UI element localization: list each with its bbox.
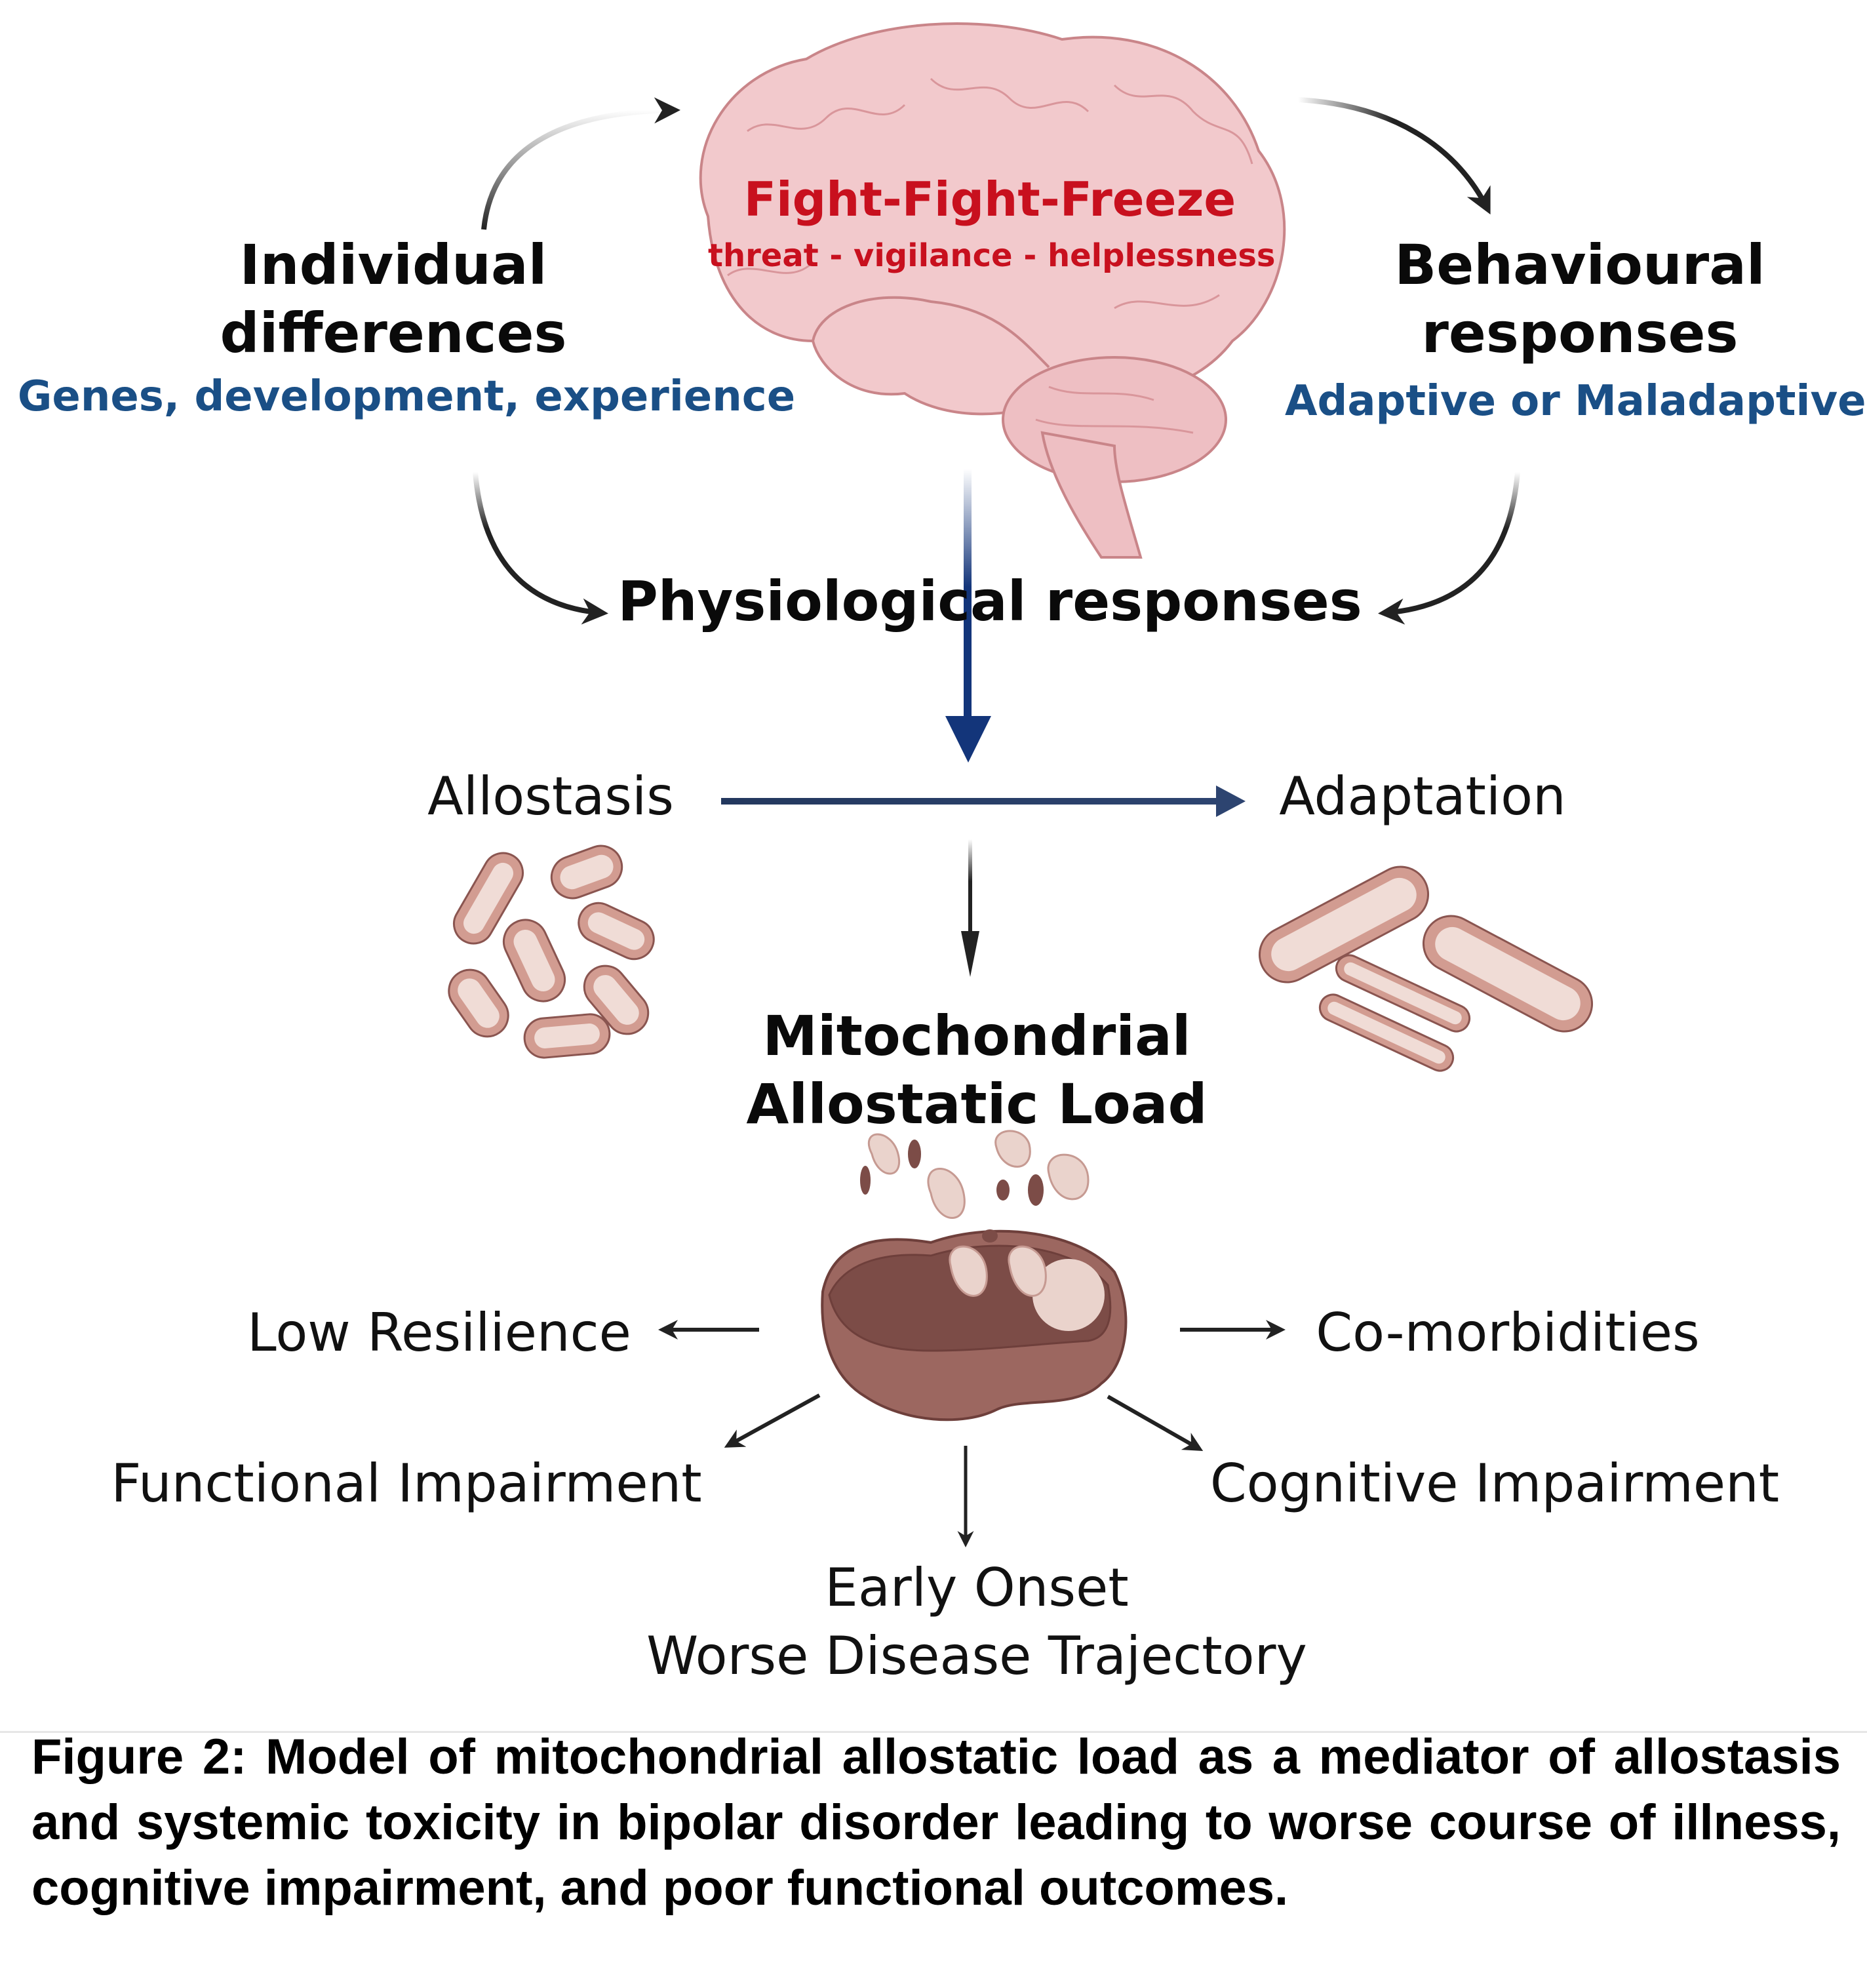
mitochondrial-allostatic-load-line2: Allostatic Load [746,1072,1208,1136]
behavioural-responses-line1: Behavioural [1394,233,1765,297]
cognitive-impairment-label: Cognitive Impairment [1209,1453,1780,1514]
brain-gyri [727,77,1253,434]
brain-cerebrum [699,22,1286,416]
arrow-brain-to-behavioural [1297,97,1491,215]
arrow-allostasis-to-adaptation-shaft [721,798,1219,805]
arrow-brain-to-allostasis-shaft [964,469,972,731]
mitochondrion-debris [867,1130,1090,1297]
arrow-to-cognitive-impairment [1107,1395,1204,1451]
mitochondrial-allostatic-load-line1: Mitochondrial [762,1004,1191,1068]
brain-temporal-lobe [812,296,1050,368]
individual-differences-title: Individual differences [164,231,623,367]
physiological-responses-title: Physiological responses [618,569,1362,633]
individual-differences-line2: differences [220,301,567,365]
arrow-to-load-shaft [968,839,972,944]
individual-differences-line1: Individual [239,233,547,297]
mitochondrion-fragments [860,1140,1044,1242]
arrow-allostasis-to-adaptation-head [1216,785,1246,817]
figure-caption: Figure 2: Model of mitochondrial allosta… [31,1729,1841,1916]
brain-illustration [699,22,1286,559]
individual-differences-subtitle: Genes, development, experience [17,372,796,421]
fragmented-mitochondria [448,845,655,1059]
comorbidities-label: Co-morbidities [1316,1302,1700,1363]
arrow-individual-to-physiological [473,471,608,625]
adaptation-label: Adaptation [1279,766,1566,827]
mitochondrion-matrix [1032,1259,1105,1331]
damaged-mitochondrion [821,1130,1128,1421]
low-resilience-label: Low Resilience [247,1302,631,1363]
functional-impairment-label: Functional Impairment [111,1453,702,1514]
caption-divider [0,1731,1867,1733]
brain-subtitle: threat - vigilance - helplessness [708,237,1276,274]
worse-trajectory-line: Worse Disease Trajectory [646,1625,1307,1686]
arrow-to-functional-impairment [724,1393,821,1448]
fused-mitochondria [1258,865,1594,1072]
mitochondrial-allostatic-load-title: Mitochondrial Allostatic Load [708,1002,1246,1138]
allostasis-label: Allostasis [427,766,674,827]
arrow-individual-to-brain [481,97,680,230]
arrow-brain-to-allostasis-head [945,716,991,763]
behavioural-responses-title: Behavioural responses [1350,231,1809,367]
behavioural-responses-line2: responses [1421,301,1739,365]
behavioural-responses-subtitle: Adaptive or Maladaptive [1285,377,1866,426]
brain-stem [1040,431,1143,559]
arrow-to-load-head [961,931,979,977]
arrow-behavioural-to-physiological [1378,471,1520,625]
brain-title: Fight-Fight-Freeze [743,172,1236,227]
early-onset-label: Early Onset Worse Disease Trajectory [610,1554,1344,1690]
early-onset-line: Early Onset [825,1557,1129,1618]
